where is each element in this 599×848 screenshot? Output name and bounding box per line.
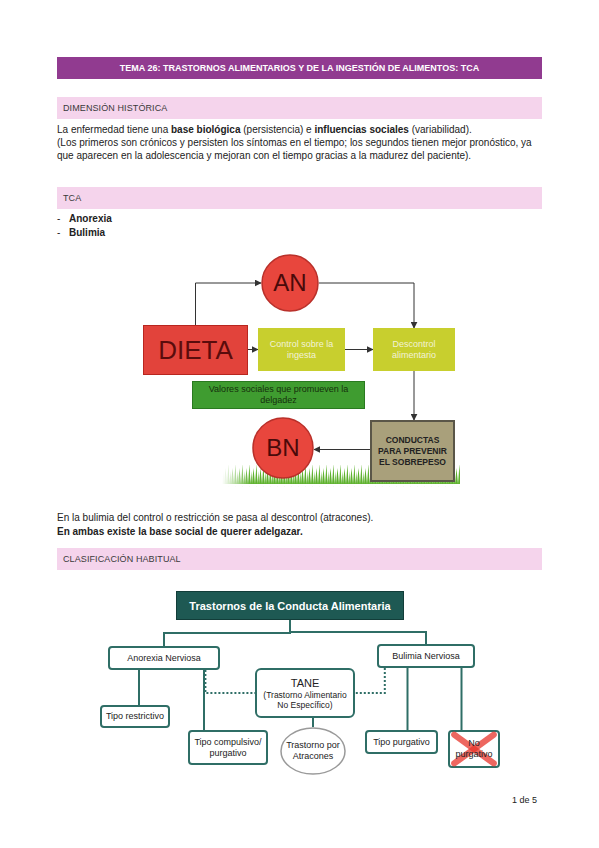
section-band: DIMENSIÓN HISTÓRICA: [57, 97, 542, 119]
dotted-connector: [205, 670, 255, 693]
root-box: Trastornos de la Conducta Alimentaria: [176, 591, 404, 620]
tree-connector: [461, 668, 463, 730]
disorder-ellipse: Trastorno por Atracones: [280, 727, 346, 775]
bullet-item: -Anorexia: [57, 212, 357, 225]
paragraph: En ambas existe la base social de querer…: [57, 525, 542, 538]
text-run: En la bulimia del control o restricción …: [57, 512, 373, 523]
an-circle: AN: [261, 254, 319, 312]
arrow-connector: [345, 349, 373, 350]
node-text: Descontrol alimentario: [377, 339, 451, 361]
tree-connector: [290, 620, 426, 644]
circle-shape: [262, 255, 318, 311]
page-number: 1 de 5: [512, 794, 552, 807]
text-run: La enfermedad tiene una: [57, 124, 168, 135]
bullet-item: -Bulimia: [57, 226, 357, 239]
node-text: Trastorno por Atracones: [280, 740, 346, 762]
circle-shape: [253, 418, 313, 478]
node-text: Valores sociales que promueven la delgad…: [197, 384, 360, 406]
node-text: TANE: [291, 677, 320, 690]
dotted-connector: [355, 668, 385, 693]
node-text: No purgativo: [453, 738, 495, 760]
process-box: Control sobre la ingesta: [258, 328, 345, 371]
text-run: influencias sociales: [314, 124, 409, 135]
text-run: (Los primeros son crónicos y persisten l…: [57, 137, 532, 161]
paragraph: (Los primeros son crónicos y persisten l…: [57, 136, 542, 162]
behaviour-box: CONDUCTAS PARA PREVENIR EL SOBREPESO: [370, 420, 455, 482]
text-run: (variabilidad).: [412, 124, 472, 135]
text-run: Anorexia: [69, 213, 112, 224]
arrow-connector: [414, 371, 415, 420]
node-text: Control sobre la ingesta: [262, 339, 341, 361]
node-text: Tipo compulsivo/ purgativo: [193, 737, 263, 759]
text-run: 1 de 5: [512, 795, 537, 805]
category-box: Bulimia Nerviosa: [377, 644, 475, 668]
tree-connector: [312, 718, 314, 727]
node-text: CLASIFICACIÓN HABITUAL: [63, 554, 181, 564]
subtype-box: No purgativo: [448, 730, 500, 768]
diet-box: DIETA: [143, 325, 248, 375]
paragraph: En la bulimia del control o restricción …: [57, 511, 542, 524]
text-run: Bulimia: [69, 227, 105, 238]
title-text: TEMA 26: TRASTORNOS ALIMENTARIOS Y DE LA…: [120, 63, 479, 73]
arrow-connector: [319, 283, 414, 328]
arrow-connector: [314, 449, 370, 450]
section-band: TCA: [57, 187, 542, 209]
subtype-box: Tipo restrictivo: [100, 705, 170, 728]
bullet-dash: -: [57, 212, 69, 225]
ellipse-shape: [281, 728, 345, 774]
node-text: Bulimia Nerviosa: [392, 651, 460, 662]
tane-box: TANE(Trastorno Alimentario No Específico…: [255, 668, 355, 718]
tree-connector: [138, 670, 140, 705]
category-box: Anorexia Nerviosa: [108, 646, 220, 670]
node-text: BN: [266, 434, 299, 462]
text-run: En ambas existe la base social de querer…: [57, 526, 303, 537]
tree-connector: [164, 620, 290, 646]
node-text: Tipo restrictivo: [106, 711, 164, 722]
node-text: DIMENSIÓN HISTÓRICA: [63, 103, 167, 113]
arrow-connector: [196, 283, 262, 325]
subtype-box: Tipo purgativo: [365, 730, 438, 754]
bullet-dash: -: [57, 226, 69, 239]
tree-connector: [407, 668, 409, 730]
arrow-connector: [248, 349, 258, 350]
text-run: base biológica: [171, 124, 240, 135]
node-text: Anorexia Nerviosa: [127, 653, 201, 664]
node-text: Trastornos de la Conducta Alimentaria: [189, 600, 390, 612]
node-text: Tipo purgativo: [373, 737, 430, 748]
social-values-box: Valores sociales que promueven la delgad…: [192, 381, 365, 409]
title-band: TEMA 26: TRASTORNOS ALIMENTARIOS Y DE LA…: [57, 57, 542, 79]
bn-circle: BN: [252, 417, 314, 479]
node-text: CONDUCTAS PARA PREVENIR EL SOBREPESO: [374, 435, 451, 468]
node-text: DIETA: [158, 335, 233, 366]
node-text: AN: [273, 269, 306, 297]
node-text: (Trastorno Alimentario No Específico): [261, 690, 349, 710]
subtype-box: Tipo compulsivo/ purgativo: [188, 730, 268, 765]
process-box: Descontrol alimentario: [373, 328, 455, 371]
node-text: TCA: [63, 193, 81, 203]
text-run: (persistencia) e: [243, 124, 311, 135]
section-band: CLASIFICACIÓN HABITUAL: [57, 548, 542, 570]
paragraph: La enfermedad tiene unabase biológica(pe…: [57, 123, 542, 136]
